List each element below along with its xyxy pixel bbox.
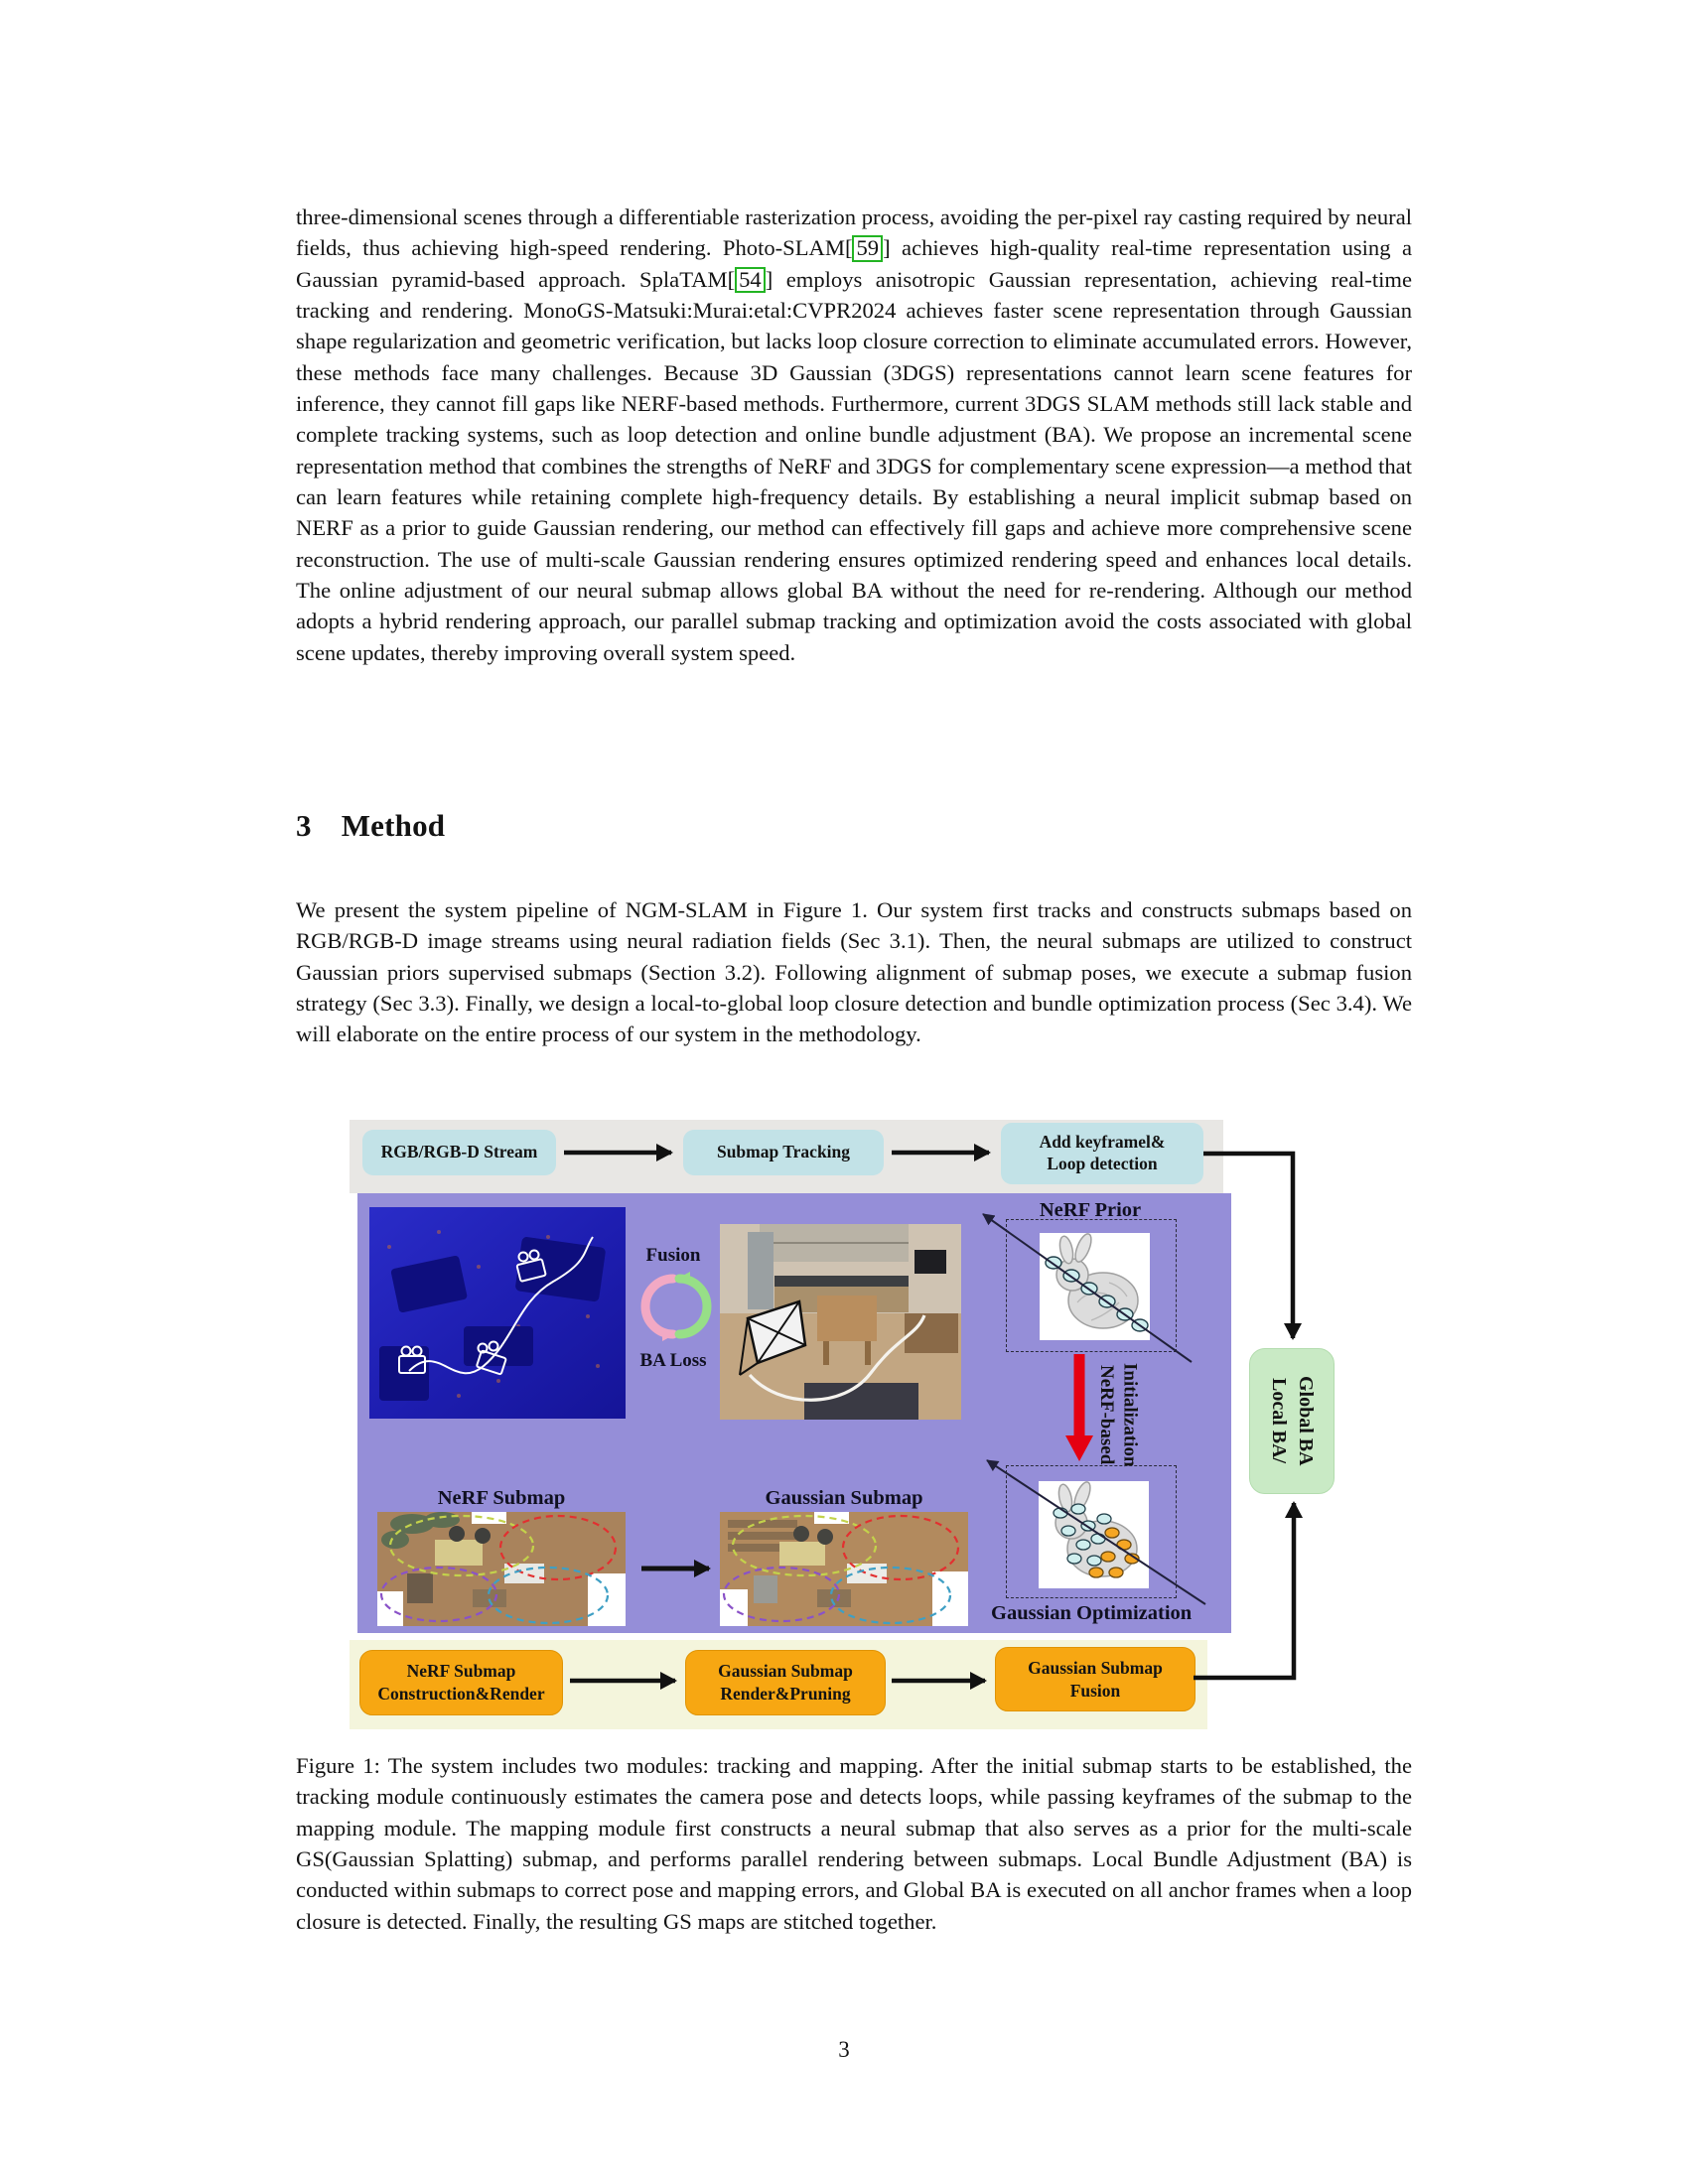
citation-59[interactable]: 59 xyxy=(852,235,884,262)
box-rgb-stream: RGB/RGB-D Stream xyxy=(362,1130,556,1175)
fusion-label: Fusion xyxy=(645,1245,701,1266)
section-heading: 3 Method xyxy=(296,808,445,844)
page-number: 3 xyxy=(838,2037,850,2062)
box-gaussian-fusion-label-1: Gaussian Submap xyxy=(1028,1657,1163,1678)
nerf-submap-image xyxy=(377,1512,626,1626)
box-gaussian-fusion: Gaussian Submap Fusion xyxy=(995,1647,1196,1711)
gaussian-optimization-label: Gaussian Optimization xyxy=(991,1602,1193,1624)
box-local-global-ba-label: Local BA/ Global BA xyxy=(1265,1376,1319,1466)
box-nerf-construction-label-2: Construction&Render xyxy=(377,1684,545,1704)
pointcloud-scene-icon xyxy=(369,1207,626,1419)
nerf-submap-topdown-icon xyxy=(377,1512,626,1626)
box-gaussian-render-label-1: Gaussian Submap xyxy=(718,1661,853,1682)
gaussian-submap-topdown-icon xyxy=(720,1512,968,1626)
box-nerf-construction-label-1: NeRF Submap xyxy=(406,1661,516,1682)
ba-label-line1: Local BA/ xyxy=(1268,1378,1290,1464)
paragraph-1-text-a: three-dimensional scenes through a diffe… xyxy=(296,205,1412,261)
nerf-init-label-line2: Initialization xyxy=(1119,1362,1141,1467)
box-add-keyframe: Add keyframel& Loop detection xyxy=(1001,1123,1203,1184)
box-add-keyframe-label-1: Add keyframel& xyxy=(1039,1132,1166,1153)
box-gaussian-render-label-2: Render&Pruning xyxy=(720,1684,851,1704)
gaussian-submap-image xyxy=(720,1512,968,1626)
camera-icon xyxy=(398,1345,426,1374)
box-nerf-construction: NeRF Submap Construction&Render xyxy=(359,1650,563,1715)
box-rgb-stream-label: RGB/RGB-D Stream xyxy=(380,1142,538,1162)
nerf-init-label: NeRF-based Initialization xyxy=(1094,1356,1142,1473)
nerf-pointcloud-image xyxy=(369,1207,626,1419)
nerf-prior-bunny-card xyxy=(1040,1233,1150,1340)
box-add-keyframe-label-2: Loop detection xyxy=(1047,1154,1158,1173)
camera-icon xyxy=(476,1340,507,1376)
ba-loss-label: BA Loss xyxy=(639,1350,707,1371)
gaussian-submap-label: Gaussian Submap xyxy=(765,1487,923,1509)
figure-1-diagram: RGB/RGB-D Stream Submap Tracking Add key… xyxy=(348,1120,1340,1733)
ba-label-line2: Global BA xyxy=(1295,1376,1317,1466)
paragraph-2: We present the system pipeline of NGM-SL… xyxy=(296,897,1412,1047)
figure-caption: Figure 1: The system includes two module… xyxy=(296,1753,1412,1934)
rgb-keyframe-image xyxy=(720,1224,961,1420)
paragraph-1-text-b: ] achieves high-quality real-time repres… xyxy=(296,235,1413,292)
nerf-submap-label: NeRF Submap xyxy=(437,1487,566,1509)
paragraph-1: three-dimensional scenes through a diffe… xyxy=(296,202,1412,668)
section-title: Method xyxy=(341,808,446,843)
bunny-mesh-icon xyxy=(1045,1233,1149,1332)
box-gaussian-render: Gaussian Submap Render&Pruning xyxy=(685,1650,886,1715)
box-submap-tracking: Submap Tracking xyxy=(683,1130,884,1175)
camera-icon xyxy=(515,1249,547,1283)
camera-frustum-icon xyxy=(739,1299,807,1376)
section-number: 3 xyxy=(296,808,312,843)
room-scene-icon xyxy=(720,1224,961,1420)
paragraph-1-text-c: ] employs anisotropic Gaussian represent… xyxy=(296,266,1412,665)
box-local-global-ba: Local BA/ Global BA xyxy=(1249,1348,1335,1494)
box-gaussian-fusion-label-2: Fusion xyxy=(1069,1680,1121,1701)
bunny-gaussians-icon xyxy=(1053,1481,1140,1578)
citation-54[interactable]: 54 xyxy=(735,266,766,294)
nerf-init-label-line1: NeRF-based xyxy=(1095,1364,1117,1465)
box-submap-tracking-label: Submap Tracking xyxy=(716,1142,851,1162)
gaussian-opt-bunny-card xyxy=(1039,1481,1149,1588)
